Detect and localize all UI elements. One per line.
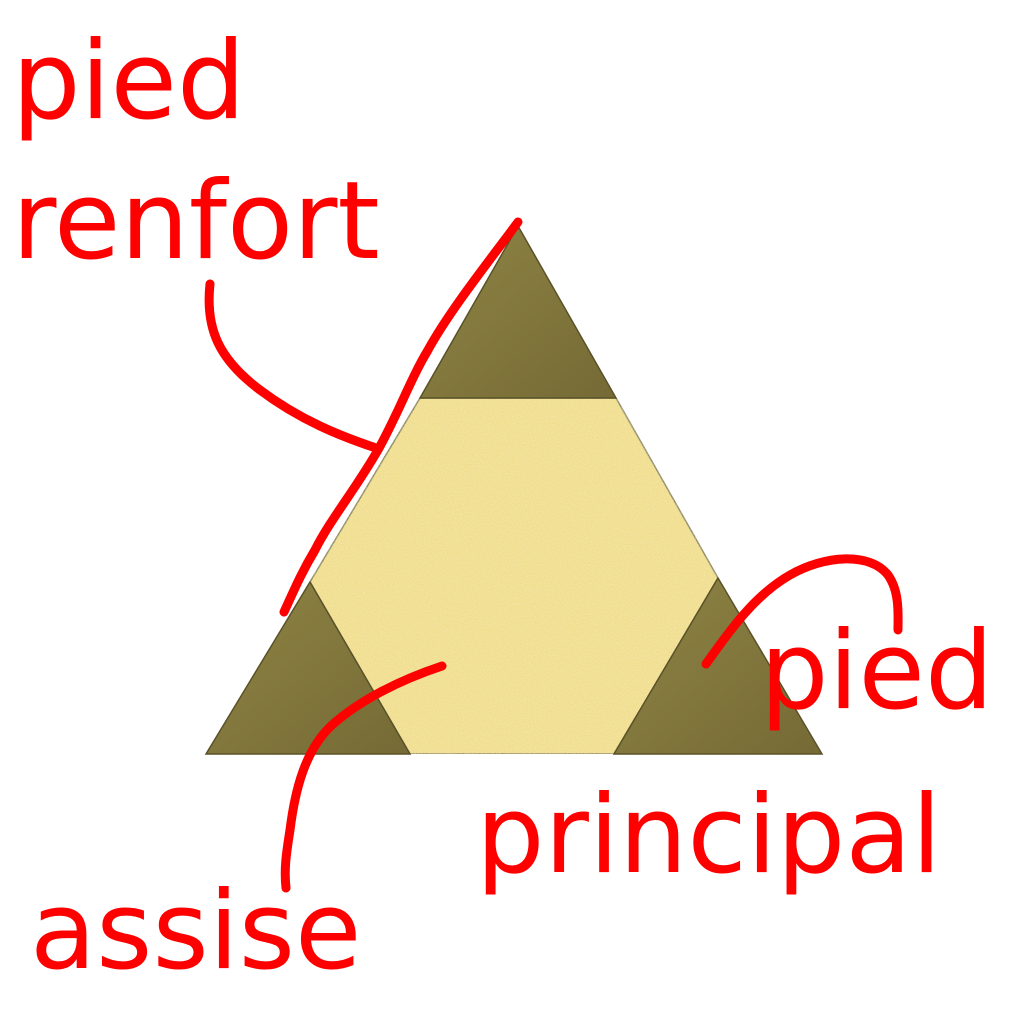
assise-leader-line bbox=[280, 661, 447, 893]
label-pied-renfort-line1: pied bbox=[12, 19, 246, 144]
label-assise: assise bbox=[30, 869, 362, 994]
renfort-leader-line bbox=[279, 217, 523, 617]
label-pied-renfort-line2: renfort bbox=[12, 159, 380, 284]
leg-main-shape bbox=[612, 576, 824, 755]
principal-leader-line bbox=[701, 554, 903, 669]
label-pied-principal-line1: pied bbox=[760, 609, 994, 734]
label-pied-principal-line2: principal bbox=[476, 773, 942, 898]
leg-reinforcement-shape bbox=[418, 224, 618, 399]
renfort-leader-hook bbox=[204, 279, 381, 453]
